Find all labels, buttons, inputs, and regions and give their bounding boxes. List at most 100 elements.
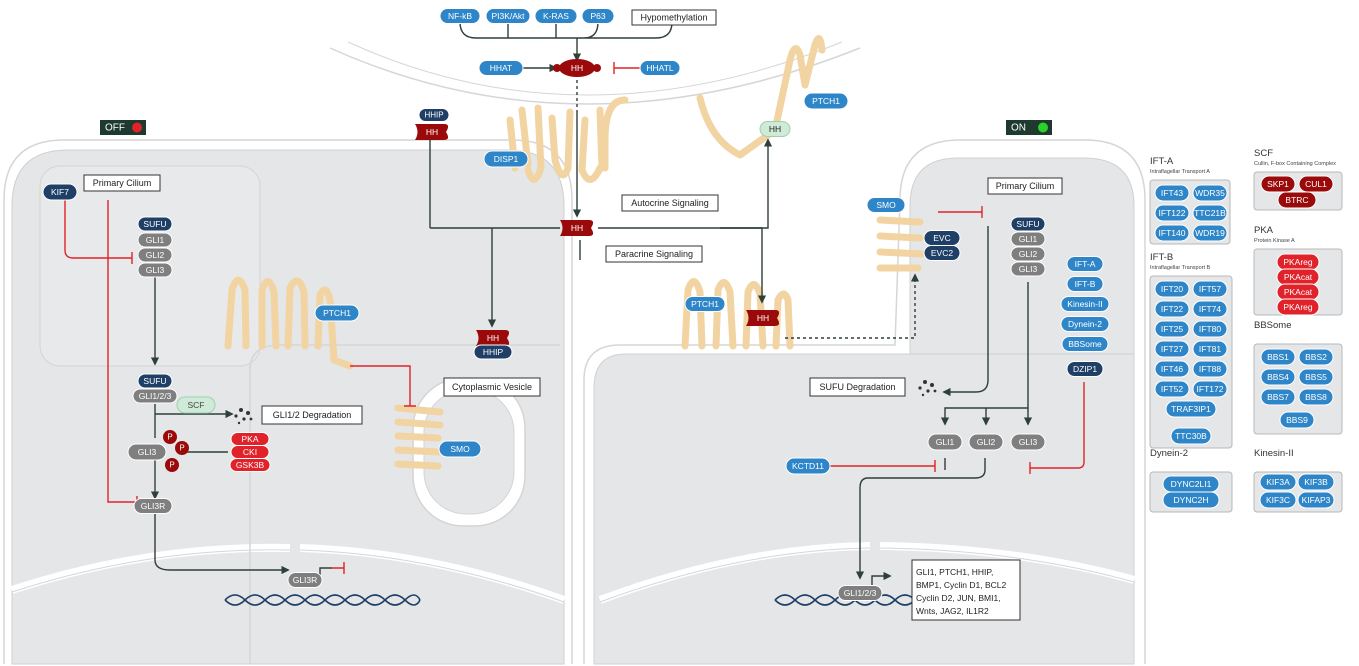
legend-ift_b-item-6-shape bbox=[1154, 340, 1190, 358]
left-smo-pill: SMO bbox=[438, 440, 482, 458]
legend-bbsome-item-3-shape bbox=[1298, 368, 1334, 386]
legend-kinesin2-item-2-shape bbox=[1259, 491, 1297, 509]
legend-kinesin2-item-1: KIF3B bbox=[1297, 473, 1335, 491]
legend-ift_b-item-1: IFT57 bbox=[1192, 280, 1228, 298]
left-primary-cilium-box-frame bbox=[83, 174, 161, 192]
gli12-degradation-box: GLI1/2 Degradation bbox=[261, 405, 363, 425]
upstream-3-pill: P63 bbox=[581, 8, 615, 24]
phospho-1-label: P bbox=[179, 444, 184, 453]
legend-scf-item-2: BTRC bbox=[1277, 191, 1317, 209]
autocrine-box-frame bbox=[621, 194, 719, 212]
target-genes-box: GLI1, PTCH1, HHIP,BMP1, Cyclin D1, BCL2C… bbox=[911, 559, 1021, 621]
legend-ift_b-item-5-shape bbox=[1192, 320, 1228, 338]
right-hh: HH bbox=[746, 310, 780, 326]
phospho-2-label: P bbox=[169, 461, 174, 470]
middle-hh: HH bbox=[476, 330, 510, 346]
legend-kinesin2-item-0-shape bbox=[1259, 473, 1297, 491]
legend-ift_b-item-3: IFT74 bbox=[1192, 300, 1228, 318]
connector-lines bbox=[150, 21, 1033, 588]
center-hh-shape bbox=[560, 220, 594, 236]
top-left-hh-label: HH bbox=[426, 127, 438, 137]
legend-ift_b-item-8-label: IFT46 bbox=[1161, 364, 1183, 374]
right-primary-cilium-box-label: Primary Cilium bbox=[996, 181, 1055, 191]
phospho-2: P bbox=[165, 458, 179, 472]
legend-ift_b-item-13: TTC30B bbox=[1170, 427, 1212, 445]
right-status-badge: ON bbox=[1006, 120, 1052, 135]
right-status-badge-label: ON bbox=[1011, 123, 1026, 134]
target-gene-line-2: Cyclin D2, JUN, BMI1, bbox=[916, 593, 1001, 603]
legend-bbsome-item-5-label: BBS8 bbox=[1305, 392, 1327, 402]
left-gsk3b-pill-shape bbox=[229, 458, 271, 472]
right-gli2-target-pill: GLI2 bbox=[968, 433, 1004, 451]
legend-ift_a-item-1-label: WDR35 bbox=[1195, 188, 1225, 198]
right-sufu-pill: SUFU bbox=[1010, 216, 1046, 232]
upstream-1-pill-shape bbox=[485, 8, 531, 24]
hhatl-pill-label: HHATL bbox=[646, 63, 674, 73]
legend-bbsome-item-2: BBS4 bbox=[1260, 368, 1296, 386]
left-gli3r-pill-label: GLI3R bbox=[141, 501, 166, 511]
phospho-0-shape bbox=[163, 430, 177, 444]
legend-bbsome-item-6-shape bbox=[1279, 411, 1315, 429]
legend-ift_b-item-0-shape bbox=[1154, 280, 1190, 298]
kif7-pill-label: KIF7 bbox=[51, 187, 69, 197]
center-hh: HH bbox=[560, 220, 594, 236]
legend-scf-subtitle: Cullin, F-box Containing Complex bbox=[1254, 161, 1336, 167]
top-ptch1-pill-label: PTCH1 bbox=[812, 96, 840, 106]
right-gli1-target-pill-shape bbox=[927, 433, 963, 451]
legend-ift_b-item-3-shape bbox=[1192, 300, 1228, 318]
legend-ift_b-item-13-label: TTC30B bbox=[1175, 431, 1207, 441]
legend-ift_a-item-1: WDR35 bbox=[1192, 184, 1228, 202]
legend-ift_b-item-1-label: IFT57 bbox=[1199, 284, 1221, 294]
legend-ift_b-item-7-label: IFT81 bbox=[1199, 344, 1221, 354]
right-status-badge-indicator-dot bbox=[1038, 122, 1048, 133]
left-gli3-phos-pill-shape bbox=[127, 443, 167, 461]
upstream-3-pill-shape bbox=[581, 8, 615, 24]
right-gli1-pill-label: GLI1 bbox=[1019, 234, 1038, 244]
legend-kinesin2-item-3: KIFAP3 bbox=[1297, 491, 1335, 509]
degradation-icon-right bbox=[918, 380, 937, 397]
legend-bbsome-item-3-label: BBS5 bbox=[1305, 372, 1327, 382]
legend-bbsome-item-0-label: BBS1 bbox=[1267, 352, 1289, 362]
legend-ift_b-item-12: TRAF3IP1 bbox=[1165, 400, 1217, 418]
phospho-0: P bbox=[163, 430, 177, 444]
right-gli3-pill-label: GLI3 bbox=[1019, 264, 1038, 274]
right-gli1-target-pill-label: GLI1 bbox=[936, 437, 955, 447]
right-gli3-pill-shape bbox=[1010, 261, 1046, 277]
legend-kinesin2-item-0-label: KIF3A bbox=[1266, 477, 1290, 487]
left-gli1-pill-label: GLI1 bbox=[146, 235, 165, 245]
legend-pka-item-1-label: PKAcat bbox=[1284, 272, 1313, 282]
hh-top: HH bbox=[553, 59, 601, 77]
disp1-pill: DISP1 bbox=[483, 150, 529, 168]
left-gli2-pill-shape bbox=[137, 247, 173, 263]
left-cki-pill: CKI bbox=[230, 445, 270, 459]
left-primary-cilium-box-label: Primary Cilium bbox=[93, 178, 152, 188]
left-gli123-pill-label: GLI1/2/3 bbox=[139, 391, 172, 401]
legend-ift_a-item-3: TTC21B bbox=[1192, 204, 1228, 222]
nuclear-gli123-pill: GLI1/2/3 bbox=[837, 585, 883, 601]
legend-bbsome-item-6: BBS9 bbox=[1279, 411, 1315, 429]
right-smo-pill: SMO bbox=[866, 197, 906, 213]
transport-3-pill-shape bbox=[1060, 316, 1110, 332]
legend-ift_b-item-9-shape bbox=[1192, 360, 1228, 378]
top-right-ptch1 bbox=[696, 35, 826, 159]
legend-ift_b-item-1-shape bbox=[1192, 280, 1228, 298]
legend-ift_b-item-13-shape bbox=[1170, 427, 1212, 445]
right-evc2-pill-label: EVC2 bbox=[931, 248, 953, 258]
left-sufu-2-pill: SUFU bbox=[137, 373, 173, 389]
kctd11-pill-label: KCTD11 bbox=[792, 461, 824, 471]
legend-ift_b-item-0-label: IFT20 bbox=[1161, 284, 1183, 294]
right-gli2-pill-label: GLI2 bbox=[1019, 249, 1038, 259]
right-primary-cilium-box-frame bbox=[987, 177, 1063, 195]
target-gene-line-0: GLI1, PTCH1, HHIP, bbox=[916, 567, 993, 577]
transport-4-pill: BBSome bbox=[1061, 336, 1109, 352]
left-smo-pill-shape bbox=[438, 440, 482, 458]
left-gli3-pill: GLI3 bbox=[137, 262, 173, 278]
left-gli3r-pill-shape bbox=[133, 498, 173, 514]
transport-1-pill-shape bbox=[1066, 276, 1104, 292]
legend-ift_a-item-5-label: WDR19 bbox=[1195, 228, 1225, 238]
hh-top-lipid-left bbox=[553, 64, 561, 72]
